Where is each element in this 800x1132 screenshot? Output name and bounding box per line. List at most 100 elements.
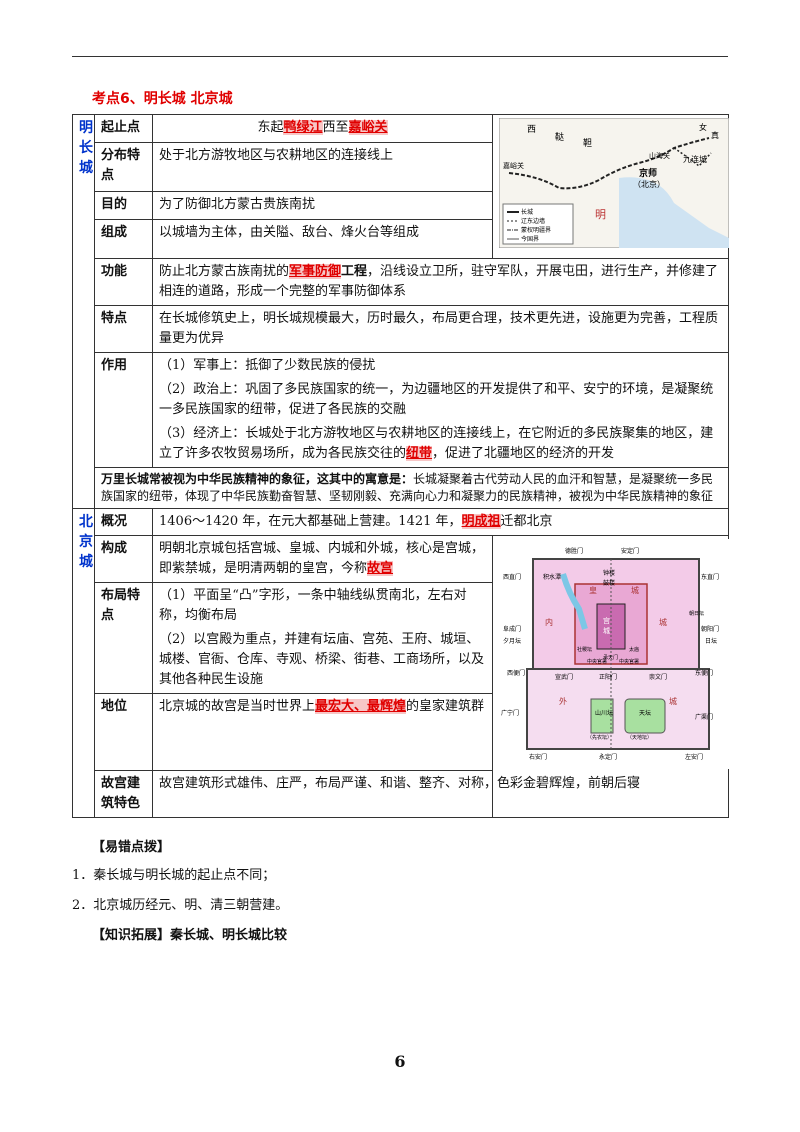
key-composition: 组成 bbox=[94, 219, 153, 259]
svg-text:（天地坛）: （天地坛） bbox=[627, 734, 652, 741]
key-status: 地位 bbox=[94, 693, 153, 771]
svg-text:皇: 皇 bbox=[589, 585, 597, 595]
svg-text:内: 内 bbox=[545, 617, 553, 627]
key-palace: 故宫建筑特色 bbox=[94, 770, 153, 818]
category-ming-wall: 明长城 bbox=[72, 114, 95, 509]
ming-wall-map-graphic: 西 鞑 靼 女 真 嘉峪关 山海关 京师 （北京） 明 九连城 长城 辽东边墙 … bbox=[498, 117, 730, 249]
beijing-map-graphic: 德胜门 安定门 钟楼 鼓楼 积水潭 皇 城 西直门 东直门 宫 城 内 城 阜成… bbox=[499, 539, 729, 769]
svg-text:靼: 靼 bbox=[583, 137, 592, 149]
svg-text:京师: 京师 bbox=[639, 167, 657, 179]
svg-text:东便门: 东便门 bbox=[695, 669, 713, 677]
svg-text:天坛: 天坛 bbox=[639, 709, 651, 717]
svg-text:广宁门: 广宁门 bbox=[501, 709, 519, 717]
header-rule bbox=[72, 56, 728, 57]
svg-text:社稷坛: 社稷坛 bbox=[577, 646, 592, 653]
effect-military: （1）军事上：抵御了少数民族的侵扰 bbox=[159, 358, 376, 373]
svg-text:宫: 宫 bbox=[603, 616, 610, 625]
svg-text:鞑: 鞑 bbox=[555, 131, 564, 143]
svg-text:太庙: 太庙 bbox=[629, 646, 639, 653]
key-purpose: 目的 bbox=[94, 190, 153, 221]
svg-text:日坛: 日坛 bbox=[705, 637, 717, 645]
svg-text:城: 城 bbox=[603, 627, 610, 635]
key-overview: 概况 bbox=[94, 508, 153, 536]
tian-altar bbox=[624, 698, 666, 734]
lake bbox=[560, 573, 588, 630]
svg-text:钟楼: 钟楼 bbox=[603, 569, 615, 577]
section-heading: 考点6、明长城 北京城 bbox=[92, 91, 233, 107]
svg-text:鼓楼: 鼓楼 bbox=[603, 579, 615, 587]
legend-box bbox=[502, 203, 574, 245]
xiannong-altar bbox=[590, 698, 614, 734]
svg-text:长城: 长城 bbox=[521, 208, 533, 216]
knowledge-table: 明长城 起止点 东起鸭绿江西至嘉峪关 西 鞑 靼 女 真 嘉峪关 山海关 京师 … bbox=[72, 113, 730, 818]
svg-text:积水潭: 积水潭 bbox=[543, 573, 561, 581]
key-effect: 作用 bbox=[94, 352, 153, 468]
value-feature: 在长城修筑史上，明长城规模最大，历时最久，布局更合理，技术更先进，设施更为完善，… bbox=[152, 305, 729, 353]
value-layout: （1）平面呈“凸”字形，一条中轴线纵贯南北，左右对称，均衡布局 （2）以宫殿为重… bbox=[152, 582, 493, 694]
svg-text:朝阳门: 朝阳门 bbox=[701, 625, 719, 633]
key-structure: 构成 bbox=[94, 535, 153, 583]
svg-text:西便门: 西便门 bbox=[507, 669, 525, 677]
tips-title: 【易错点拨】 bbox=[92, 840, 171, 855]
svg-text:今国界: 今国界 bbox=[521, 235, 539, 243]
svg-text:明: 明 bbox=[595, 208, 606, 221]
svg-text:东直门: 东直门 bbox=[701, 573, 719, 581]
svg-text:九连城: 九连城 bbox=[683, 154, 707, 164]
key-distribution: 分布特点 bbox=[94, 142, 153, 192]
svg-text:女: 女 bbox=[699, 122, 707, 132]
svg-text:德胜门: 德胜门 bbox=[565, 547, 583, 555]
svg-text:（北京）: （北京） bbox=[633, 179, 665, 189]
extension-title: 【知识拓展】秦长城、明长城比较 bbox=[92, 928, 288, 943]
value-distribution: 处于北方游牧地区与农耕地区的连接线上 bbox=[152, 142, 493, 192]
beijing-map: 德胜门 安定门 钟楼 鼓楼 积水潭 皇 城 西直门 东直门 宫 城 内 城 阜成… bbox=[492, 535, 729, 818]
svg-text:永定门: 永定门 bbox=[599, 753, 617, 761]
key-layout: 布局特点 bbox=[94, 582, 153, 694]
spirit-note: 万里长城常被视为中华民族精神的象征，这其中的寓意是：长城凝聚着古代劳动人民的血汗… bbox=[94, 467, 729, 509]
svg-text:（先农坛）: （先农坛） bbox=[587, 734, 612, 741]
key-function: 功能 bbox=[94, 258, 153, 306]
value-function: 防止北方蒙古族南扰的军事防御工程，沿线设立卫所，驻守军队，开展屯田，进行生产，并… bbox=[152, 258, 729, 306]
svg-text:蒙权明疆界: 蒙权明疆界 bbox=[521, 226, 551, 234]
svg-text:阜成门: 阜成门 bbox=[503, 625, 521, 633]
svg-text:辽东边墙: 辽东边墙 bbox=[521, 217, 545, 225]
svg-text:真: 真 bbox=[711, 130, 719, 140]
value-status: 北京城的故宫是当时世界上最宏大、最辉煌的皇家建筑群 bbox=[152, 693, 493, 771]
svg-text:嘉峪关: 嘉峪关 bbox=[503, 161, 524, 170]
svg-text:西: 西 bbox=[527, 124, 536, 135]
tip-item-1: 1．秦长城与明长城的起止点不同； bbox=[72, 868, 276, 883]
svg-text:宣武门: 宣武门 bbox=[555, 673, 573, 681]
svg-text:承天门: 承天门 bbox=[603, 654, 618, 661]
svg-text:中央官署: 中央官署 bbox=[587, 658, 607, 665]
svg-text:正阳门: 正阳门 bbox=[599, 673, 617, 681]
tip-item-2: 2．北京城历经元、明、清三朝营建。 bbox=[72, 898, 289, 913]
svg-text:山海关: 山海关 bbox=[649, 151, 670, 160]
value-effect: （1）军事上：抵御了少数民族的侵扰 （2）政治上：巩固了多民族国家的统一，为边疆… bbox=[152, 352, 729, 468]
svg-text:夕月坛: 夕月坛 bbox=[503, 637, 521, 645]
key-start: 起止点 bbox=[94, 113, 153, 144]
palace-city bbox=[596, 603, 626, 650]
value-composition: 以城墙为主体，由关隘、敌台、烽火台等组成 bbox=[152, 219, 493, 259]
svg-text:中央官署: 中央官署 bbox=[619, 658, 639, 665]
svg-text:山川坛: 山川坛 bbox=[595, 709, 613, 717]
page-number: 6 bbox=[394, 1052, 406, 1071]
svg-text:城: 城 bbox=[669, 697, 677, 706]
svg-text:城: 城 bbox=[631, 586, 639, 595]
svg-text:右安门: 右安门 bbox=[529, 753, 547, 761]
svg-text:西直门: 西直门 bbox=[503, 573, 521, 581]
effect-political: （2）政治上：巩固了多民族国家的统一，为边疆地区的开发提供了和平、安宁的环境，是… bbox=[159, 382, 714, 417]
sea-area bbox=[619, 177, 729, 248]
ming-wall-map: 西 鞑 靼 女 真 嘉峪关 山海关 京师 （北京） 明 九连城 长城 辽东边墙 … bbox=[492, 114, 730, 259]
svg-text:外: 外 bbox=[559, 696, 567, 706]
value-purpose: 为了防御北方蒙古贵族南扰 bbox=[152, 190, 493, 221]
svg-text:城: 城 bbox=[659, 618, 667, 627]
value-palace: 故宫建筑形式雄伟、庄严，布局严谨、和谐、整齐、对称，色彩金碧辉煌，前朝后寝 bbox=[152, 770, 729, 818]
svg-text:朝日坛: 朝日坛 bbox=[689, 610, 704, 617]
category-beijing: 北京城 bbox=[72, 508, 95, 818]
effect-economic: （3）经济上：长城处于北方游牧地区与农耕地区的连接线上，在它附近的多民族聚集的地… bbox=[159, 426, 714, 461]
svg-text:崇文门: 崇文门 bbox=[649, 673, 667, 681]
value-structure: 明朝北京城包括宫城、皇城、内城和外城，核心是宫城，即紫禁城，是明清两朝的皇宫，今… bbox=[152, 535, 493, 583]
key-feature: 特点 bbox=[94, 305, 153, 353]
wall-line bbox=[508, 137, 710, 190]
value-start: 东起鸭绿江西至嘉峪关 bbox=[152, 113, 493, 144]
value-overview: 1406～1420 年，在元大都基础上营建。1421 年，明成祖迁都北京 bbox=[152, 508, 729, 536]
